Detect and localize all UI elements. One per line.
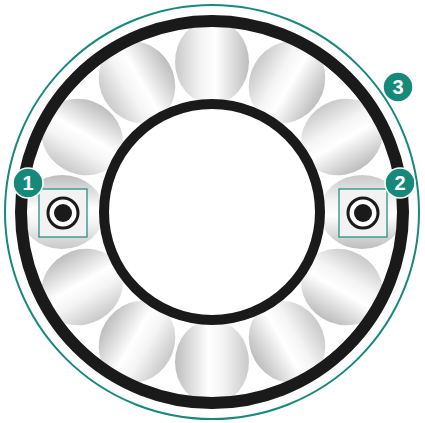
outer-ring	[21, 21, 403, 403]
callout-number: 2	[394, 173, 405, 193]
callout-disc	[383, 72, 413, 102]
roller	[175, 320, 249, 404]
right-screw	[339, 189, 387, 237]
callout-discs	[13, 72, 415, 198]
left-screw	[39, 189, 87, 237]
callout-marker: 3	[383, 72, 413, 102]
callout-disc	[13, 168, 43, 198]
inner-ring	[104, 104, 320, 320]
callout-marker: 2	[385, 168, 415, 198]
callout-marker: 1	[13, 168, 43, 198]
callout-number: 1	[22, 173, 33, 193]
roller	[175, 20, 249, 104]
callout-disc	[385, 168, 415, 198]
callout-number: 3	[392, 77, 403, 97]
roller-set	[20, 20, 404, 404]
housing-outline	[5, 5, 419, 419]
